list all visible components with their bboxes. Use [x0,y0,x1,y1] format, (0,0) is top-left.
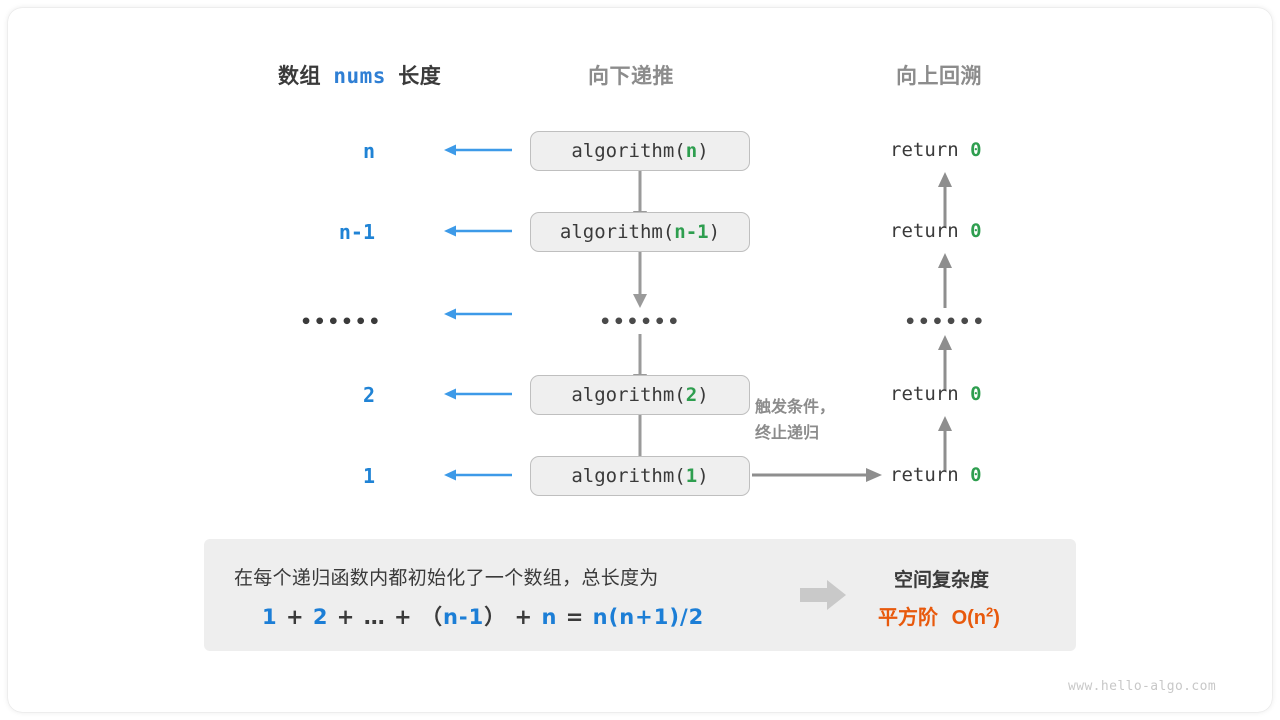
length-label-row-2: n-1 [338,220,375,244]
formula-term-1: 1 [262,605,278,629]
return-label-row-2: return 0 [890,220,982,242]
formula-op-3: + [394,605,413,629]
blue-arrow-row-4 [440,384,514,404]
formula-rparen: ） [484,605,507,629]
blue-arrow-row-1 [440,140,514,160]
call-box-row-2[interactable]: algorithm(n-1) [530,212,750,252]
summary-result-title: 空间复杂度 [894,570,990,591]
blue-arrow-row-3 [440,304,514,324]
summary-description: 在每个递归函数内都初始化了一个数组，总长度为 [234,568,659,589]
formula-term-3: … [363,605,386,629]
call-text-prefix-row-5: algorithm( [571,465,686,487]
return-keyword-row-4: return [890,383,959,405]
result-bigo-open: O(n [951,607,986,629]
column-header-right: 向上回溯 [896,65,982,88]
formula-term-5: n [541,605,558,629]
down-arrow-2 [631,252,649,308]
length-label-row-3: •••••• [300,311,382,333]
blue-arrow-row-2 [440,221,514,241]
return-label-row-4: return 0 [890,383,982,405]
call-ellipsis-row-3: •••••• [599,311,681,333]
length-label-row-5: 1 [362,464,375,488]
up-arrow-4 [936,415,954,471]
call-arg-row-1: n [685,140,698,162]
formula-equals: = [565,605,585,629]
call-text-suffix-row-1: ) [697,140,709,162]
termination-note-line-2: 终止递归 [755,425,820,442]
call-text-prefix-row-2: algorithm( [559,221,675,243]
return-ellipsis-row-3: •••••• [904,311,986,333]
termination-note: 触发条件， 终止递归 [755,395,835,447]
return-value-row-4: 0 [970,383,982,405]
base-case-arrow [752,466,884,484]
formula-term-4: n-1 [442,605,485,629]
call-arg-row-2: n-1 [674,221,709,243]
column-header-middle: 向下递推 [588,65,674,88]
return-value-row-5: 0 [970,464,982,486]
summary-result-value: 平方阶 O(n2) [878,601,1000,630]
call-text-suffix-row-5: ) [697,465,709,487]
block-arrow-icon [800,579,848,611]
result-bigo-exponent: 2 [986,604,994,620]
return-label-row-1: return 0 [890,139,982,161]
result-order-label: 平方阶 [878,607,938,629]
call-text-suffix-row-4: ) [697,384,709,406]
header-left-code: nums [333,64,386,88]
call-box-row-5[interactable]: algorithm(1) [530,456,750,496]
formula-term-2: 2 [312,605,329,629]
formula-op-1: + [285,605,305,629]
column-header-left: 数组 nums 长度 [278,60,441,90]
termination-note-line-1: 触发条件， [755,399,836,416]
formula-op-2: + [336,605,356,629]
result-bigo-close: ) [993,607,1000,629]
formula-op-4: + [514,605,534,629]
blue-arrow-row-5 [440,465,514,485]
return-value-row-1: 0 [970,139,982,161]
call-text-suffix-row-2: ) [708,221,721,243]
call-box-row-4[interactable]: algorithm(2) [530,375,750,415]
summary-formula: 1 + 2 + … + （n-1） + n = n(n+1)/2 [262,601,704,631]
header-left-prefix: 数组 [278,65,321,88]
return-label-row-5: return 0 [890,464,982,486]
up-arrow-1 [936,171,954,227]
return-keyword-row-5: return [890,464,959,486]
length-label-row-4: 2 [362,383,375,407]
call-text-prefix-row-1: algorithm( [571,140,686,162]
call-box-row-1[interactable]: algorithm(n) [530,131,750,171]
formula-lparen: （ [420,605,443,629]
length-label-row-1: n [362,139,375,163]
call-arg-row-4: 2 [685,384,698,406]
return-value-row-2: 0 [970,220,982,242]
call-arg-row-5: 1 [685,465,698,487]
return-keyword-row-2: return [890,220,959,242]
call-text-prefix-row-4: algorithm( [571,384,686,406]
formula-term-6: n(n+1)/2 [592,605,705,629]
header-left-suffix: 长度 [398,65,442,88]
return-keyword-row-1: return [890,139,959,161]
watermark: www.hello-algo.com [1068,679,1217,694]
up-arrow-3 [936,334,954,390]
summary-panel: 在每个递归函数内都初始化了一个数组，总长度为 1 + 2 + … + （n-1）… [204,539,1076,651]
up-arrow-2 [936,252,954,308]
